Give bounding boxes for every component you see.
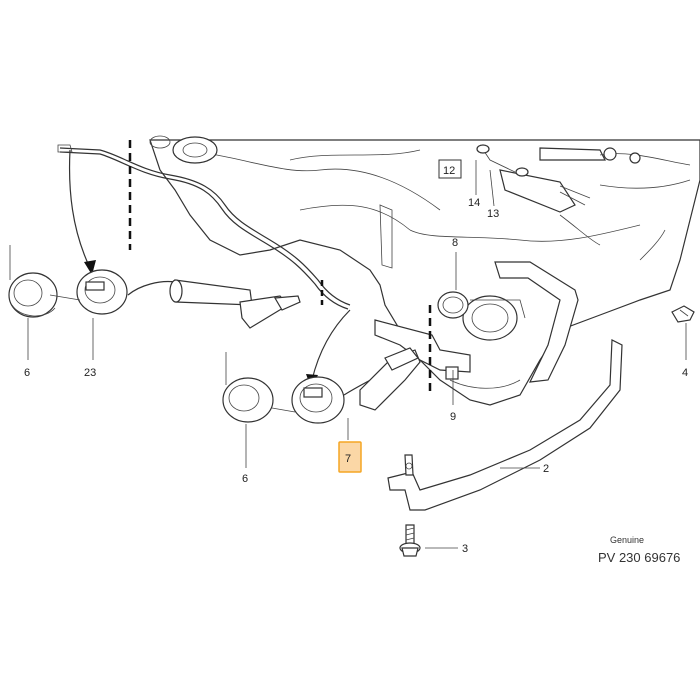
vent-hoses [476, 144, 691, 213]
callout-12: 12 [443, 165, 455, 177]
ring-6-left [8, 245, 58, 318]
callout-7: 7 [345, 453, 351, 465]
bolt-3 [399, 524, 421, 557]
callout-6-center: 6 [242, 473, 248, 485]
tank-strap-2 [387, 339, 623, 511]
fuel-lines [57, 144, 351, 310]
pump-flange-23 [49, 269, 128, 315]
strap-bracket [494, 261, 579, 383]
clip-4 [671, 305, 695, 323]
dashed-leaders [128, 140, 432, 395]
callout-leaders [27, 160, 687, 549]
callout-8: 8 [452, 237, 458, 249]
tank-opening [462, 295, 526, 341]
callout-4: 4 [682, 367, 688, 379]
watermark-part-number: PV 230 69676 [598, 550, 680, 565]
callout-7-highlight-box [338, 441, 362, 473]
ring-6-center [222, 352, 274, 423]
callout-2: 2 [543, 463, 549, 475]
callout-6-left: 6 [24, 367, 30, 379]
callout-14: 14 [468, 197, 480, 209]
watermark-genuine: Genuine [610, 535, 644, 545]
callout-13: 13 [487, 208, 499, 220]
callout-12-boxed: 12 [438, 159, 462, 179]
pump-flange-7 [271, 347, 421, 424]
callout-7-highlighted[interactable]: 7 [338, 441, 362, 473]
seal-ring-8 [437, 291, 469, 319]
callout-9: 9 [450, 411, 456, 423]
tank-marker [445, 366, 459, 380]
fuel-pump-left [127, 279, 301, 329]
callout-3: 3 [462, 543, 468, 555]
callout-12-box [438, 159, 462, 179]
callout-23: 23 [84, 367, 96, 379]
